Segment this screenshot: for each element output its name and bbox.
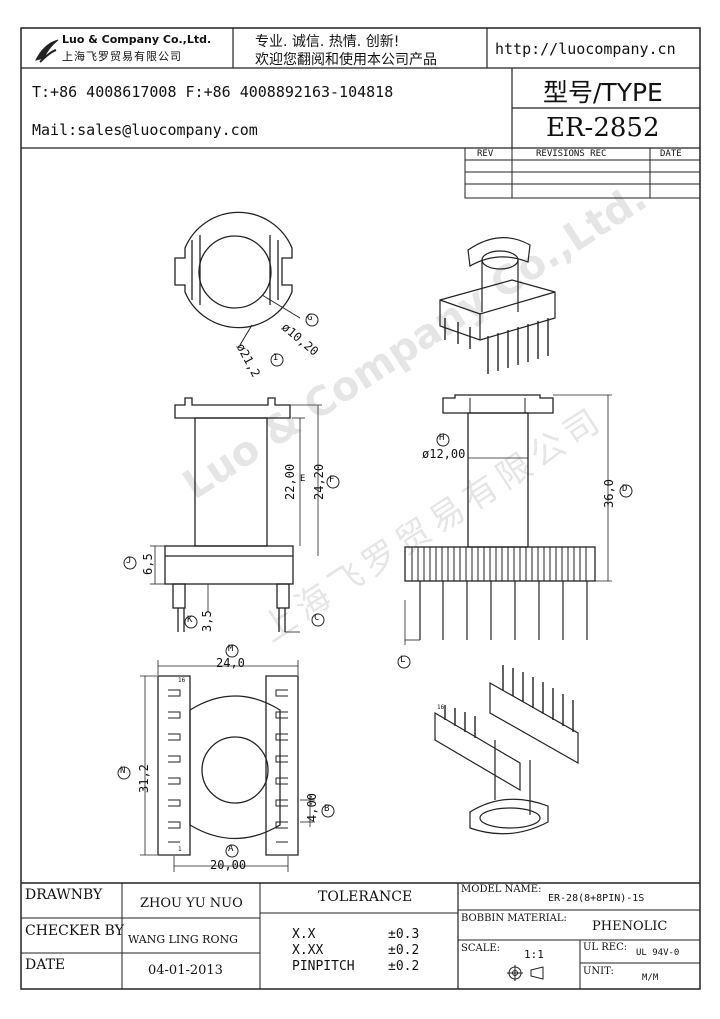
dim-f-label: F [329, 475, 335, 485]
revisions-rec-header: REVISIONS REC [536, 149, 607, 159]
front-view [150, 397, 322, 633]
ul-rec-label: UL REC: [583, 942, 628, 953]
checker-label: CHECKER BY [25, 923, 124, 939]
drawnby-value: ZHOU YU NUO [140, 896, 243, 911]
model-code: ER-2852 [546, 113, 660, 143]
bobbin-material-label: BOBBIN MATERIAL: [461, 913, 567, 924]
date-value: 04-01-2013 [148, 963, 223, 978]
dim-m-value: 24,0 [216, 656, 245, 670]
phone-fax: T:+86 4008617008 F:+86 4008892163-104818 [32, 83, 394, 101]
slogan-line1: 专业. 诚信. 热情. 创新! [255, 34, 400, 50]
type-label: 型号/TYPE [543, 78, 663, 107]
slogan-line2: 欢迎您翻阅和使用本公司产品 [255, 52, 437, 68]
ul-rec-value: UL 94V-0 [636, 948, 680, 958]
tol-key-x-x: X.X [292, 927, 316, 942]
dim-e-label: E [300, 474, 306, 484]
pin-1-marker: 1 [178, 846, 182, 853]
tol-key-x-xx: X.XX [292, 943, 324, 958]
rev-header: REV [477, 149, 494, 159]
isometric-view-top [439, 236, 556, 374]
dim-a-value: 20,00 [210, 858, 247, 872]
date-label: DATE [25, 957, 66, 973]
company-logo-icon [35, 39, 59, 63]
website-url[interactable]: http://luocompany.cn [495, 40, 676, 58]
date-header: DATE [660, 149, 682, 159]
company-name: Luo & Company Co.,Ltd. [62, 33, 212, 46]
drawnby-label: DRAWNBY [25, 887, 103, 903]
dim-d-label: D [622, 484, 628, 494]
isometric-view-bottom [434, 665, 579, 835]
projection-symbol-icon [507, 965, 544, 981]
dim-h-label: H [439, 433, 445, 443]
side-view [404, 394, 612, 645]
dim-c-label: C [314, 613, 320, 623]
pin-16-marker: 16 [178, 677, 186, 684]
unit-value: M/M [642, 973, 659, 983]
dim-k-label: K [187, 615, 193, 625]
tol-val-x-x: ±0.3 [388, 927, 420, 942]
dim-g-label: G [307, 313, 313, 323]
tol-val-pinpitch: ±0.2 [388, 959, 420, 974]
unit-label: UNIT: [583, 966, 614, 977]
dim-f-value: 24,20 [312, 463, 326, 500]
dim-i-label: I [273, 353, 279, 363]
iso-pin-16-marker: 16 [437, 704, 445, 711]
model-name-value: ER-28(8+8PIN)-1S [548, 893, 645, 904]
model-name-label: MODEL NAME: [461, 884, 542, 895]
scale-label: SCALE: [461, 943, 501, 954]
bottom-view [140, 660, 315, 872]
dim-b-value: 4,00 [305, 793, 319, 822]
company-name-cn: 上海飞罗贸易有限公司 [62, 50, 182, 63]
dim-k-value: 3,5 [200, 610, 214, 632]
dim-h-value: ø12,00 [422, 447, 466, 461]
top-view [174, 211, 301, 346]
dim-j-label: J [126, 556, 132, 566]
dim-j-value: 6,5 [141, 553, 155, 575]
dim-n-label: N [120, 766, 126, 776]
dim-a-label: A [228, 844, 234, 854]
bobbin-material-value: PHENOLIC [592, 919, 668, 934]
scale-value: 1:1 [524, 948, 544, 961]
checker-value: WANG LING RONG [128, 933, 238, 946]
tol-val-x-xx: ±0.2 [388, 943, 420, 958]
email-address[interactable]: Mail:sales@luocompany.com [32, 121, 258, 139]
dim-e-value: 22,00 [283, 463, 297, 500]
tol-key-pinpitch: PINPITCH [292, 959, 355, 974]
tolerance-label: TOLERANCE [318, 889, 413, 905]
dim-b-label: B [324, 804, 330, 814]
dim-m-label: M [228, 644, 234, 654]
dim-l-label: L [400, 655, 406, 665]
dim-n-value: 31,2 [137, 764, 151, 793]
dim-d-value: 36,0 [602, 479, 616, 508]
